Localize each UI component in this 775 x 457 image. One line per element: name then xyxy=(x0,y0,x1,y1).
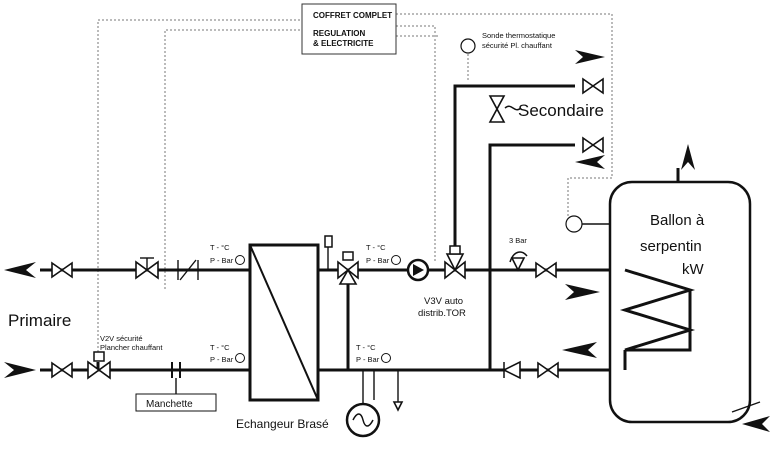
arrow-tank-return xyxy=(562,342,597,358)
three-way-valve-left xyxy=(337,251,359,285)
thermostatic-probe: Sonde thermostatique sécurité Pl. chauff… xyxy=(460,31,555,54)
ball-valve-primary-return xyxy=(51,361,73,379)
v3v-label-1: V3V auto xyxy=(424,296,463,307)
air-vent xyxy=(324,235,333,248)
control-valve-primary xyxy=(135,257,159,280)
ball-valve-primary-supply xyxy=(51,261,73,279)
safety-valve-label: 3 Bar xyxy=(509,236,527,245)
drain-valve xyxy=(392,401,404,412)
union-coupling xyxy=(171,362,181,378)
pressure-label-1: P - Bar xyxy=(210,256,234,265)
v2v-label-1: V2V sécurité xyxy=(100,334,143,343)
arrow-primary-out xyxy=(4,262,36,278)
gauge-primary-return: T - °C P - Bar xyxy=(210,343,245,364)
control-wiring xyxy=(97,13,613,362)
arrow-tank-top xyxy=(681,144,695,170)
temp-label-3: T - °C xyxy=(366,243,386,252)
storage-tank: Ballon à serpentin kW xyxy=(565,168,761,424)
gauge-secondary-return: T - °C P - Bar xyxy=(356,343,391,364)
primary-label: Primaire xyxy=(8,311,71,330)
temp-label-4: T - °C xyxy=(356,343,376,352)
pressure-label-4: P - Bar xyxy=(356,355,380,364)
ball-valve-secondary-out2 xyxy=(582,136,604,154)
v2v-safety-valve xyxy=(87,351,111,380)
arrow-secondary-in1 xyxy=(575,155,605,169)
arrow-tank-supply xyxy=(565,284,600,300)
coffret-line3: & ELECTRICITE xyxy=(313,39,374,48)
exchanger-label: Echangeur Brasé xyxy=(236,417,329,431)
arrow-tank-bottom xyxy=(742,416,770,432)
check-valve-primary xyxy=(177,259,199,281)
gauge-secondary-supply: T - °C P - Bar xyxy=(366,243,401,265)
ball-valve-tank-return xyxy=(537,361,559,379)
tank-label-3: kW xyxy=(682,261,705,278)
coffret-title: COFFRET COMPLET xyxy=(313,11,392,20)
valves: 3 Bar xyxy=(51,77,604,412)
pressure-label-2: P - Bar xyxy=(210,355,234,364)
circulator-pump xyxy=(345,370,381,438)
gauge-primary-supply: T - °C P - Bar xyxy=(210,243,245,265)
secondary-pipes xyxy=(318,84,625,408)
manchette-box: Manchette xyxy=(135,378,217,412)
ball-valve-tank-supply xyxy=(535,261,557,279)
tank-sensor xyxy=(565,215,583,233)
supply-pump xyxy=(406,258,430,282)
secondary-label: Secondaire xyxy=(518,101,604,120)
plate-heat-exchanger: Echangeur Brasé xyxy=(236,243,329,431)
flow-arrows xyxy=(4,50,770,432)
check-valve-return xyxy=(502,360,521,380)
sonde-label-2: sécurité Pl. chauffant xyxy=(482,41,553,50)
ball-valve-secondary-out1 xyxy=(582,77,604,95)
temp-label-2: T - °C xyxy=(210,343,230,352)
tank-label-2: serpentin xyxy=(640,238,702,255)
tank-label-1: Ballon à xyxy=(650,212,705,229)
safety-valve-3bar: 3 Bar xyxy=(509,236,528,272)
vertical-valve-secondary xyxy=(488,95,522,123)
pressure-label-3: P - Bar xyxy=(366,256,390,265)
control-box: COFFRET COMPLET REGULATION & ELECTRICITE xyxy=(301,3,397,55)
coffret-line2: REGULATION xyxy=(313,29,366,38)
v2v-label-2: Plancher chauffant xyxy=(100,343,163,352)
v3v-label-2: distrib.TOR xyxy=(418,308,466,319)
three-way-valve-v3v xyxy=(444,245,466,280)
manchette-label: Manchette xyxy=(146,399,193,410)
sonde-label-1: Sonde thermostatique xyxy=(482,31,555,40)
arrow-primary-in xyxy=(4,362,36,378)
temp-label-1: T - °C xyxy=(210,243,230,252)
arrow-secondary-out1 xyxy=(575,50,605,64)
